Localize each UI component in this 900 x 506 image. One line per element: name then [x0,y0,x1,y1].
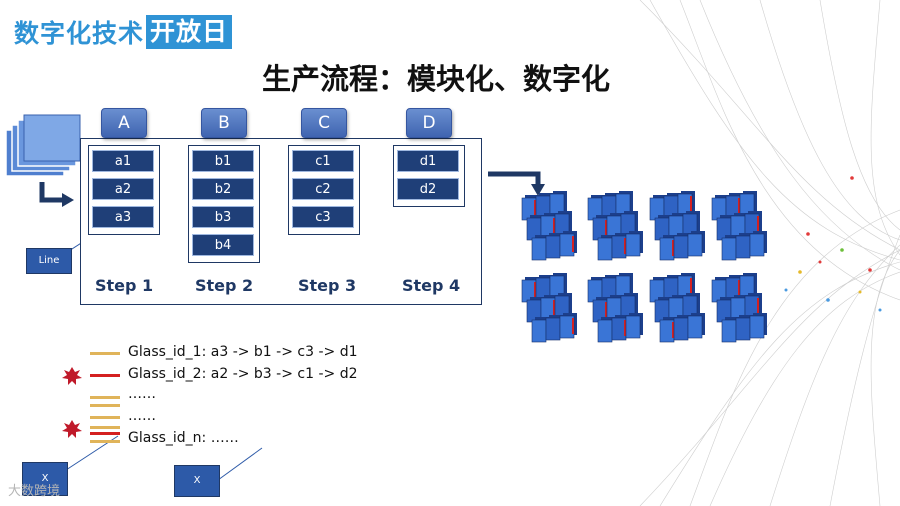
node-d2: d2 [397,178,459,200]
cube-cluster [649,191,705,261]
legend-text-1: Glass_id_1: a3 -> b1 -> c3 -> d1 [128,344,358,360]
slide-title: 生产流程：模块化、数字化 [262,62,611,96]
node-d1: d1 [397,150,459,172]
node-b3: b3 [192,206,254,228]
node-a2: a2 [92,178,154,200]
legend-text-5: Glass_id_n: …… [128,430,239,446]
cube-cluster [711,273,767,343]
legend-swatch-3b [90,404,120,407]
cube-cluster [521,273,577,343]
cube-cluster [711,191,767,261]
step-2-label: Step 2 [195,276,254,295]
cube-cluster [587,191,643,261]
network-dots [784,176,882,312]
line-callout: Line [26,248,72,274]
event-logo: 数字化技术开放日 [14,14,233,50]
step-1-label: Step 1 [95,276,154,295]
legend-swatch-5b [90,432,120,435]
cube-cluster [587,273,643,343]
legend-text-2: Glass_id_2: a2 -> b3 -> c1 -> d2 [128,366,358,382]
x-callout-right: X [174,465,220,497]
tab-a: A [101,108,147,138]
node-c3: c3 [292,206,354,228]
tab-b: B [201,108,247,138]
logo-highlight: 开放日 [146,15,233,49]
input-arrowhead-icon [62,193,74,207]
node-c1: c1 [292,150,354,172]
watermark: 大数跨境 [8,484,61,499]
step-3-label: Step 3 [298,276,357,295]
node-b4: b4 [192,234,254,256]
node-c2: c2 [292,178,354,200]
node-a1: a1 [92,150,154,172]
step-4-label: Step 4 [402,276,461,295]
x-callout-left: X [22,462,68,496]
cube-cluster [521,191,577,261]
legend-text-4: …… [128,408,156,424]
legend-text-3: …… [128,386,156,402]
legend-swatch-5a [90,426,120,429]
legend-swatch-2 [90,374,120,377]
legend-swatch-4 [90,416,120,419]
tab-d: D [406,108,452,138]
node-b1: b1 [192,150,254,172]
output-arrowhead-icon [531,184,545,196]
node-b2: b2 [192,178,254,200]
legend-swatch-3 [90,396,120,399]
cube-cluster [649,273,705,343]
logo-text: 数字化技术 [14,19,145,48]
legend-swatch-1 [90,352,120,355]
module-cubes [521,191,767,343]
output-arrow-icon [488,171,541,186]
alert-burst-icon [62,367,82,438]
documents-icon [5,114,81,177]
legend-swatch-5c [90,440,120,443]
input-arrow-icon [39,182,64,203]
tab-c: C [301,108,347,138]
node-a3: a3 [92,206,154,228]
